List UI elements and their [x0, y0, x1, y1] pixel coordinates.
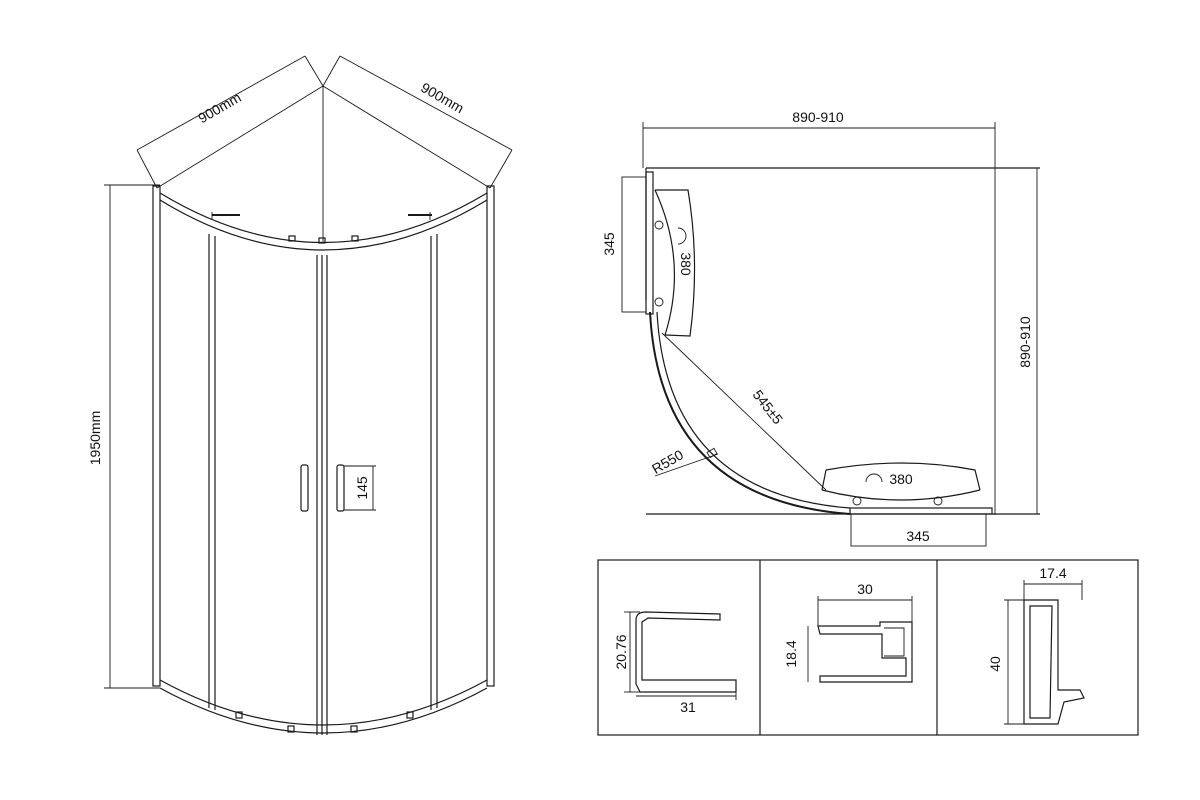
profile-2: 30 18.4: [783, 581, 913, 683]
radius-label: R550: [649, 446, 686, 477]
p3-width-label: 17.4: [1039, 565, 1066, 581]
panel-side-label: 345: [601, 232, 617, 256]
top-width-dimension-left: 900mm: [136, 55, 324, 189]
plan-height-label: 890-910: [1017, 316, 1033, 368]
p3-height-label: 40: [987, 656, 1003, 672]
arc-bottom-label: 380: [889, 471, 913, 487]
profile-3: 17.4 40: [987, 565, 1085, 725]
width-right-label: 900mm: [418, 79, 466, 116]
p2-width-label: 30: [857, 581, 873, 597]
profile-sections: 20.76 31 30 18.4 17.4 40: [597, 559, 1139, 736]
diagonal-label: 545±5: [750, 387, 787, 428]
p1-width-label: 31: [680, 699, 696, 715]
plan-width-label: 890-910: [792, 109, 844, 125]
plan-view: 890-910 890-910 345 380 380 545±: [601, 109, 1040, 547]
width-left-label: 900mm: [195, 89, 243, 126]
p2-height-label: 18.4: [783, 640, 799, 667]
profile-1: 20.76 31: [613, 611, 737, 715]
arc-side-label: 380: [678, 252, 694, 276]
height-dimension: 1950mm: [87, 184, 160, 689]
height-label: 1950mm: [87, 411, 103, 465]
panel-bottom-label: 345: [906, 528, 930, 544]
top-width-dimension-right: 900mm: [322, 55, 513, 189]
front-view: 900mm 900mm 1950mm: [87, 55, 513, 735]
handle-label: 145: [354, 476, 370, 500]
p1-height-label: 20.76: [613, 634, 629, 669]
